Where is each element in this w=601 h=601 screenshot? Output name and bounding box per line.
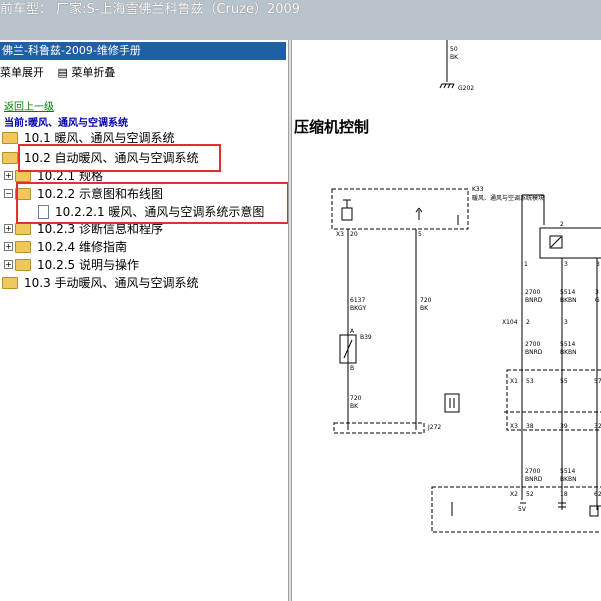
pin-label: 3 — [596, 261, 600, 268]
pin-label: 1 — [524, 261, 528, 268]
tree-item-label: 10.2.5 说明与操作 — [37, 258, 139, 272]
pin-label: 53 — [526, 378, 534, 385]
wire-gauge-label: 720 — [350, 395, 362, 402]
folder-icon — [15, 240, 31, 253]
wire-color-label: BKBN — [560, 297, 577, 304]
collapse-toggle-icon[interactable]: − — [4, 189, 13, 198]
connector-label: X104 — [502, 319, 518, 326]
pane-splitter[interactable] — [288, 40, 292, 601]
expand-toggle-icon[interactable]: + — [4, 242, 13, 251]
folder-icon — [2, 276, 18, 289]
pin-label: A — [350, 328, 355, 335]
wire-gauge-label: 5514 — [560, 341, 575, 348]
pin-label: 52 — [526, 491, 534, 498]
folder-icon — [15, 258, 31, 271]
tree-item-10-2-2-1[interactable]: 10.2.2.1 暖风、通风与空调系统示意图 — [38, 204, 264, 221]
page-title: 压缩机控制 — [294, 118, 370, 136]
content-pane: 压缩机控制 — [292, 40, 601, 601]
tree-item-10-1[interactable]: 10.1 暖风、通风与空调系统 — [2, 130, 175, 147]
wire-color-label: BNRD — [525, 297, 543, 304]
expand-toggle-icon[interactable]: + — [4, 171, 13, 180]
wire-color-label: BNRD — [525, 476, 543, 483]
wire-gauge-label: 5514 — [560, 289, 575, 296]
pin-label: 5 — [418, 231, 422, 238]
tree-item-label: 10.1 暖风、通风与空调系统 — [24, 131, 175, 145]
wire-gauge-label: 50 — [450, 46, 458, 53]
folder-icon — [2, 131, 18, 144]
pin-label: 57 — [594, 378, 601, 385]
back-link[interactable]: 返回上一级 — [4, 98, 54, 113]
sensor-label: B39 — [360, 334, 372, 341]
tree-item-label: 10.2 自动暖风、通风与空调系统 — [24, 151, 199, 165]
tree-item-10-2-2[interactable]: − 10.2.2 示意图和布线图 — [4, 186, 163, 203]
wire-gauge-label: 720 — [420, 297, 432, 304]
window-titlebar: 前车型： 厂家:S-上海雪佛兰科鲁兹（Cruze）2009 — [0, 0, 601, 40]
expand-menu-button[interactable]: 菜单展开 — [0, 66, 44, 79]
pin-label: 20 — [350, 231, 358, 238]
wire-color-label: BKBN — [560, 476, 577, 483]
tree-item-label: 10.3 手动暖风、通风与空调系统 — [24, 276, 199, 290]
pin-label: 62 — [594, 491, 601, 498]
tree-item-10-2-5[interactable]: +10.2.5 说明与操作 — [4, 257, 139, 274]
tree-item-label: 10.2.4 维修指南 — [37, 240, 127, 254]
highlight-box-10-2 — [18, 144, 221, 172]
folder-icon — [15, 222, 31, 235]
wire-color-label: BK — [420, 305, 429, 312]
pin-label: B — [350, 365, 354, 372]
navigation-pane: 佛兰-科鲁兹-2009-维修手册 菜单展开 ▤ 菜单折叠 返回上一级 当前:暖风… — [0, 40, 289, 601]
current-location: 当前:暖风、通风与空调系统 — [4, 118, 128, 129]
pin-label: 39 — [560, 423, 568, 430]
tree-item-10-3[interactable]: 10.3 手动暖风、通风与空调系统 — [2, 275, 199, 292]
pin-label: 2 — [526, 319, 530, 326]
wire-color-label: BK — [350, 403, 359, 410]
tree-item-10-2[interactable]: 10.2 自动暖风、通风与空调系统 — [2, 150, 199, 167]
collapse-menu-icon[interactable]: ▤ — [57, 66, 68, 79]
pin-label: 3 — [564, 319, 568, 326]
module-name-label: 暖风、通风与空调系统模块 — [472, 194, 544, 202]
wire-color-label: G — [595, 297, 600, 304]
pin-label: 3 — [564, 261, 568, 268]
pin-label: 32 — [594, 423, 601, 430]
pin-label: 55 — [560, 378, 568, 385]
tree-item-10-2-4[interactable]: +10.2.4 维修指南 — [4, 239, 127, 256]
wire-gauge-label: 2700 — [525, 341, 540, 348]
wire-gauge-label: 2700 — [525, 468, 540, 475]
connector-label: X3 — [336, 231, 344, 238]
ground-label: G202 — [458, 85, 474, 92]
module-id-label: K33 — [472, 186, 484, 193]
tree-item-label: 10.2.2.1 暖风、通风与空调系统示意图 — [55, 205, 265, 219]
manual-title-bar: 佛兰-科鲁兹-2009-维修手册 — [0, 42, 286, 60]
tree-item-label: 10.2.1 规格 — [37, 169, 103, 183]
expand-toggle-icon[interactable]: + — [4, 260, 13, 269]
open-folder-icon — [15, 187, 31, 200]
pin-label: 18 — [560, 491, 568, 498]
pin-label: 38 — [526, 423, 534, 430]
document-icon — [38, 204, 49, 219]
window-title: 前车型： 厂家:S-上海雪佛兰科鲁兹（Cruze）2009 — [0, 2, 301, 17]
connector-label: X1 — [510, 378, 518, 385]
tree-item-label: 10.2.3 诊断信息和程序 — [37, 222, 163, 236]
tree-toolbar: 菜单展开 ▤ 菜单折叠 — [0, 64, 125, 80]
back-link-text[interactable]: 返回上一级 — [4, 102, 54, 113]
collapse-menu-button[interactable]: 菜单折叠 — [71, 66, 116, 79]
wire-color-label: BKGY — [350, 305, 366, 312]
splice-label: J272 — [427, 424, 441, 431]
wire-gauge-label: 2700 — [525, 289, 540, 296]
wire-gauge-label: 5514 — [560, 468, 575, 475]
wire-color-label: BK — [450, 54, 459, 61]
expand-toggle-icon[interactable]: + — [4, 224, 13, 233]
connector-label: X2 — [510, 491, 518, 498]
connector-label: X3 — [510, 423, 518, 430]
pin-label: 2 — [560, 221, 564, 228]
voltage-label: 5V — [518, 506, 527, 513]
wiring-diagram: 50 BK G202 K33 暖风、通风与空调系统模块 X3 20 5 6137… — [331, 40, 601, 533]
wire-gauge-label: 6137 — [350, 297, 365, 304]
folder-icon — [2, 151, 18, 164]
wire-color-label: BKBN — [560, 349, 577, 356]
tree-item-label: 10.2.2 示意图和布线图 — [37, 187, 163, 201]
highlight-box-10-2-2 — [16, 182, 289, 224]
wire-gauge-label: 3 — [595, 289, 599, 296]
wire-color-label: BNRD — [525, 349, 543, 356]
